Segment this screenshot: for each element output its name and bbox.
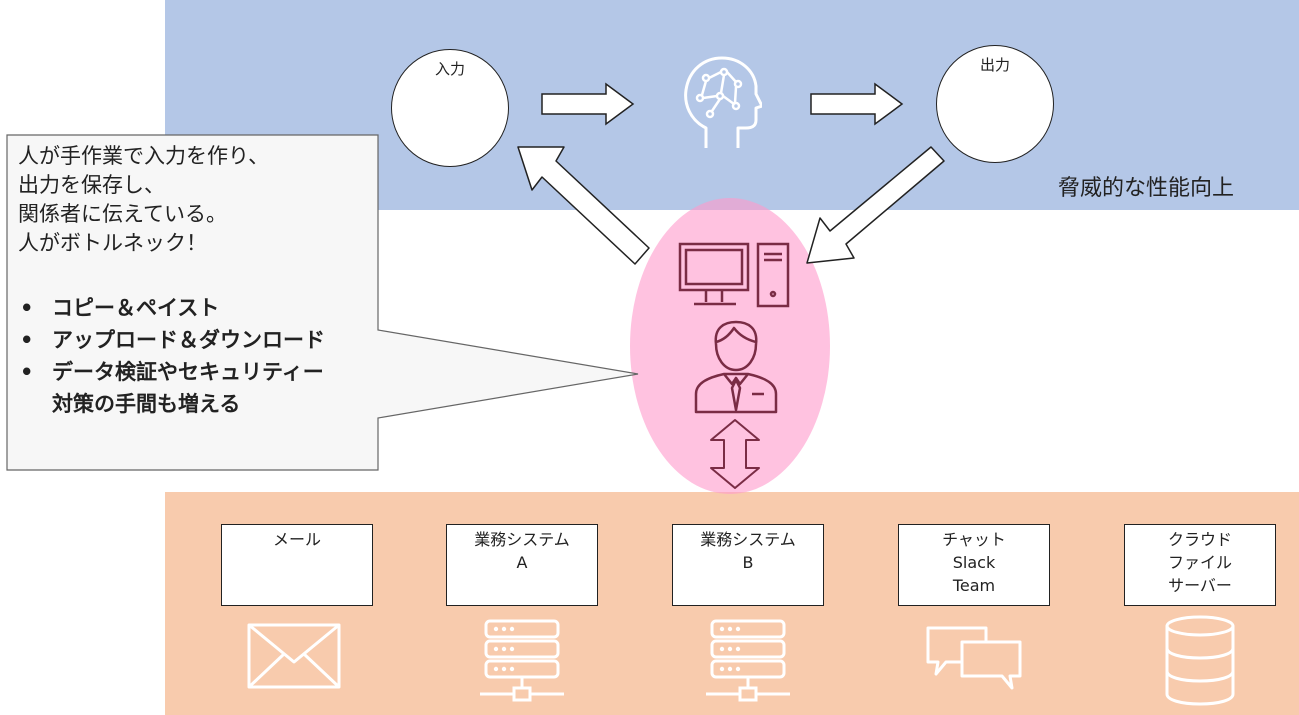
arrow-human-to-input	[517, 146, 650, 265]
system-box-business-b: 業務システム B	[672, 524, 824, 606]
ai-brain-icon	[684, 56, 762, 148]
output-circle: 出力	[936, 45, 1054, 163]
bullet-item: データ検証やセキュリティー 対策の手間も増える	[18, 356, 373, 420]
arrow-output-to-human	[806, 146, 945, 264]
system-box-business-a: 業務システム A	[446, 524, 598, 606]
input-label: 入力	[434, 60, 465, 78]
server-icon	[480, 619, 564, 702]
arrow-ai-to-output	[810, 82, 904, 126]
callout-line: 関係者に伝えている。	[18, 202, 227, 226]
bullet-item: コピー＆ペイスト	[18, 292, 373, 324]
system-label: クラウド	[1167, 530, 1232, 549]
output-label: 出力	[979, 56, 1010, 74]
callout-line: 人が手作業で入力を作り、	[18, 144, 270, 168]
callout-line: 人がボトルネック！	[18, 231, 207, 255]
chat-icon	[926, 626, 1022, 690]
arrow-input-to-ai	[541, 82, 635, 126]
system-label: Slack	[952, 553, 996, 572]
computer-icon	[678, 242, 790, 308]
system-label: Team	[952, 576, 996, 595]
server-icon	[706, 619, 790, 702]
bidirectional-arrow-icon	[710, 419, 760, 489]
system-label: B	[742, 553, 754, 572]
system-box-cloud-file-server: クラウド ファイル サーバー	[1124, 524, 1276, 606]
input-circle: 入力	[391, 49, 509, 167]
system-label: A	[516, 553, 528, 572]
performance-caption: 脅威的な性能向上	[1058, 176, 1235, 201]
system-label: ファイル	[1167, 553, 1232, 572]
system-label: 業務システム	[700, 530, 796, 549]
database-icon	[1165, 615, 1235, 706]
system-label: サーバー	[1168, 576, 1232, 595]
bullet-item: アップロード＆ダウンロード	[18, 324, 373, 356]
person-icon	[694, 320, 778, 414]
mail-icon	[247, 623, 341, 689]
system-box-mail: メール	[221, 524, 373, 606]
system-label: メール	[272, 530, 321, 549]
system-label: 業務システム	[474, 530, 570, 549]
callout-text: 人が手作業で入力を作り、 出力を保存し、 関係者に伝えている。 人がボトルネック…	[18, 142, 373, 420]
callout-line: 出力を保存し、	[18, 173, 165, 197]
system-label: チャット	[942, 530, 1006, 549]
system-box-chat: チャット Slack Team	[898, 524, 1050, 606]
bottleneck-bullet-list: コピー＆ペイスト アップロード＆ダウンロード データ検証やセキュリティー 対策の…	[18, 292, 373, 420]
